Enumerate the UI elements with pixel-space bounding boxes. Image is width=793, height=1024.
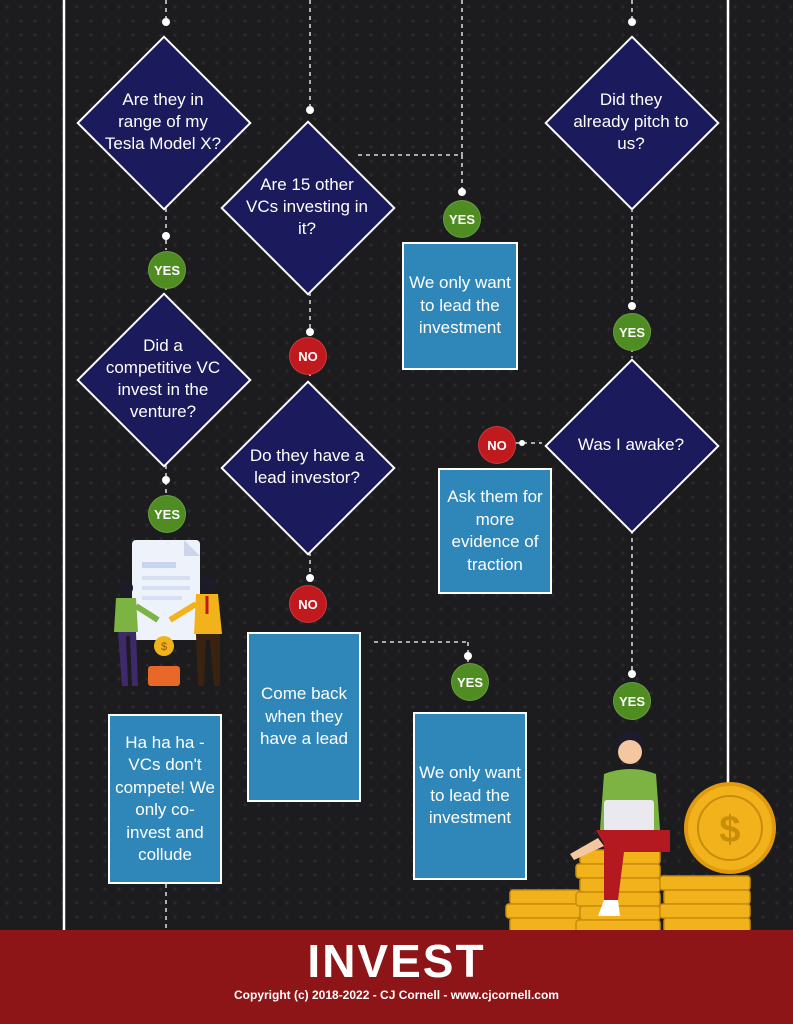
no-badge: NO <box>478 426 516 464</box>
outcome-come-back: Come back when they have a lead <box>247 632 361 802</box>
decision-label-other-vcs: Are 15 other VCs investing in it? <box>246 175 368 238</box>
yes-badge: YES <box>148 251 186 289</box>
decision-label-lead-investor: Do they have a lead investor? <box>249 446 365 487</box>
decision-label-pitched: Did they already pitch to us? <box>573 90 689 153</box>
decision-label-competitive-vc: Did a competitive VC invest in the ventu… <box>105 336 221 421</box>
footer-banner <box>0 930 793 1024</box>
outcome-collude: Ha ha ha - VCs don't compete! We only co… <box>108 714 222 884</box>
svg-text:$: $ <box>161 641 167 653</box>
footer-copyright: Copyright (c) 2018-2022 - CJ Cornell - w… <box>234 988 559 1002</box>
yes-badge: YES <box>148 495 186 533</box>
outcome-more-traction: Ask them for more evidence of traction <box>438 468 552 594</box>
yes-badge: YES <box>613 682 651 720</box>
yes-badge: YES <box>613 313 651 351</box>
no-badge: NO <box>289 337 327 375</box>
no-badge: NO <box>289 585 327 623</box>
decision-label-awake: Was I awake? <box>577 435 685 454</box>
handshake-illustration: $ <box>114 540 222 686</box>
footer-title: INVEST <box>307 935 486 987</box>
outcome-lead-investment-top: We only want to lead the investment <box>402 242 518 370</box>
yes-badge: YES <box>451 663 489 701</box>
outcome-lead-investment-bottom: We only want to lead the investment <box>413 712 527 880</box>
yes-badge: YES <box>443 200 481 238</box>
decision-label-tesla: Are they in range of my Tesla Model X? <box>104 90 222 153</box>
svg-text:$: $ <box>719 809 740 851</box>
